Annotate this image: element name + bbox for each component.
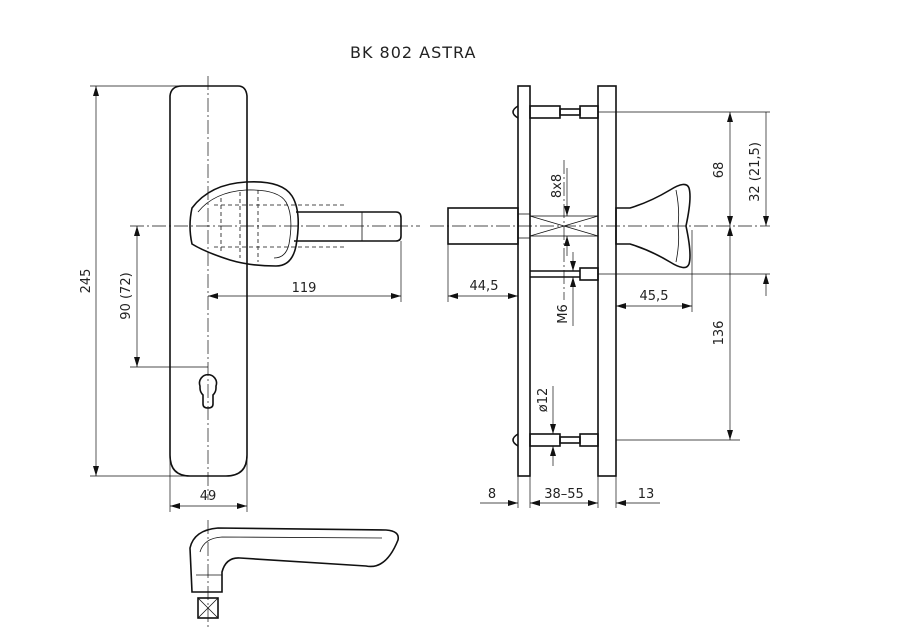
backplate-outline <box>169 85 248 477</box>
arrowhead <box>93 466 99 476</box>
dim-label-45-5: 45,5 <box>640 289 669 304</box>
arrowhead <box>564 236 570 246</box>
arrowhead <box>763 274 769 284</box>
bottom-bolt-shaft <box>529 433 561 447</box>
arrowhead <box>616 500 626 506</box>
arrowhead <box>93 86 99 96</box>
dim-label-49: 49 <box>200 489 217 504</box>
bottom-bolt-screw <box>559 436 581 444</box>
arrowhead <box>550 446 556 456</box>
arrowhead <box>448 293 458 299</box>
fixed-knob <box>615 183 691 269</box>
handle-top-view <box>189 520 400 630</box>
top-bolt-nut <box>579 105 599 119</box>
arrowhead <box>237 503 247 509</box>
handle-lever <box>294 211 402 242</box>
dim-label-44-5: 44,5 <box>470 279 499 294</box>
dim-label-38-55: 38–55 <box>544 487 584 502</box>
dim-label-32-21-5: 32 (21,5) <box>748 142 763 202</box>
handle-lever-top-inner <box>199 536 383 553</box>
handle-rose-inner <box>197 189 292 259</box>
bottom-bolt-head <box>512 433 519 447</box>
handle-rose <box>189 180 300 267</box>
dim-label-8x8: 8x8 <box>550 174 565 198</box>
bottom-bolt-nut <box>579 433 599 447</box>
dim-label-68: 68 <box>712 162 727 179</box>
arrowhead <box>763 216 769 226</box>
arrowhead <box>134 357 140 367</box>
dim-label-245: 245 <box>79 269 94 294</box>
arrowhead <box>616 303 626 309</box>
top-bolt-head <box>512 105 519 119</box>
arrowhead <box>588 500 598 506</box>
dim-label-m6: M6 <box>556 304 571 324</box>
arrowhead <box>570 277 576 287</box>
arrowhead <box>682 303 692 309</box>
arrowhead <box>134 226 140 236</box>
dim-label-8: 8 <box>488 487 496 502</box>
arrowhead <box>508 293 518 299</box>
dim-label-d12: ø12 <box>536 388 551 413</box>
arrowhead <box>391 293 401 299</box>
arrowhead <box>564 206 570 216</box>
cylinder-keyhole <box>198 373 218 409</box>
top-bolt-shaft <box>529 105 561 119</box>
arrowhead <box>550 424 556 434</box>
arrowhead <box>508 500 518 506</box>
arrowhead <box>727 112 733 122</box>
handle-lever-top <box>189 527 400 593</box>
arrowhead <box>170 503 180 509</box>
outer-plate <box>517 85 531 477</box>
inner-plate <box>597 85 617 477</box>
front-view: 245 90 (72) 119 49 <box>79 76 420 512</box>
dim-label-90-72: 90 (72) <box>119 272 134 319</box>
arrowhead <box>727 226 733 236</box>
arrowhead <box>530 500 540 506</box>
drawing-title: BK 802 ASTRA <box>350 43 476 62</box>
side-view: 44,5 45,5 8x8 M6 ø12 68 <box>430 85 770 508</box>
arrowhead <box>727 216 733 226</box>
dim-label-136: 136 <box>712 321 727 346</box>
m6-screw-head <box>579 267 599 281</box>
arrowhead <box>727 430 733 440</box>
arrowhead <box>570 261 576 271</box>
dim-label-119: 119 <box>292 281 317 296</box>
arrowhead <box>208 293 218 299</box>
dim-label-13: 13 <box>638 487 655 502</box>
top-bolt-screw <box>559 108 581 116</box>
